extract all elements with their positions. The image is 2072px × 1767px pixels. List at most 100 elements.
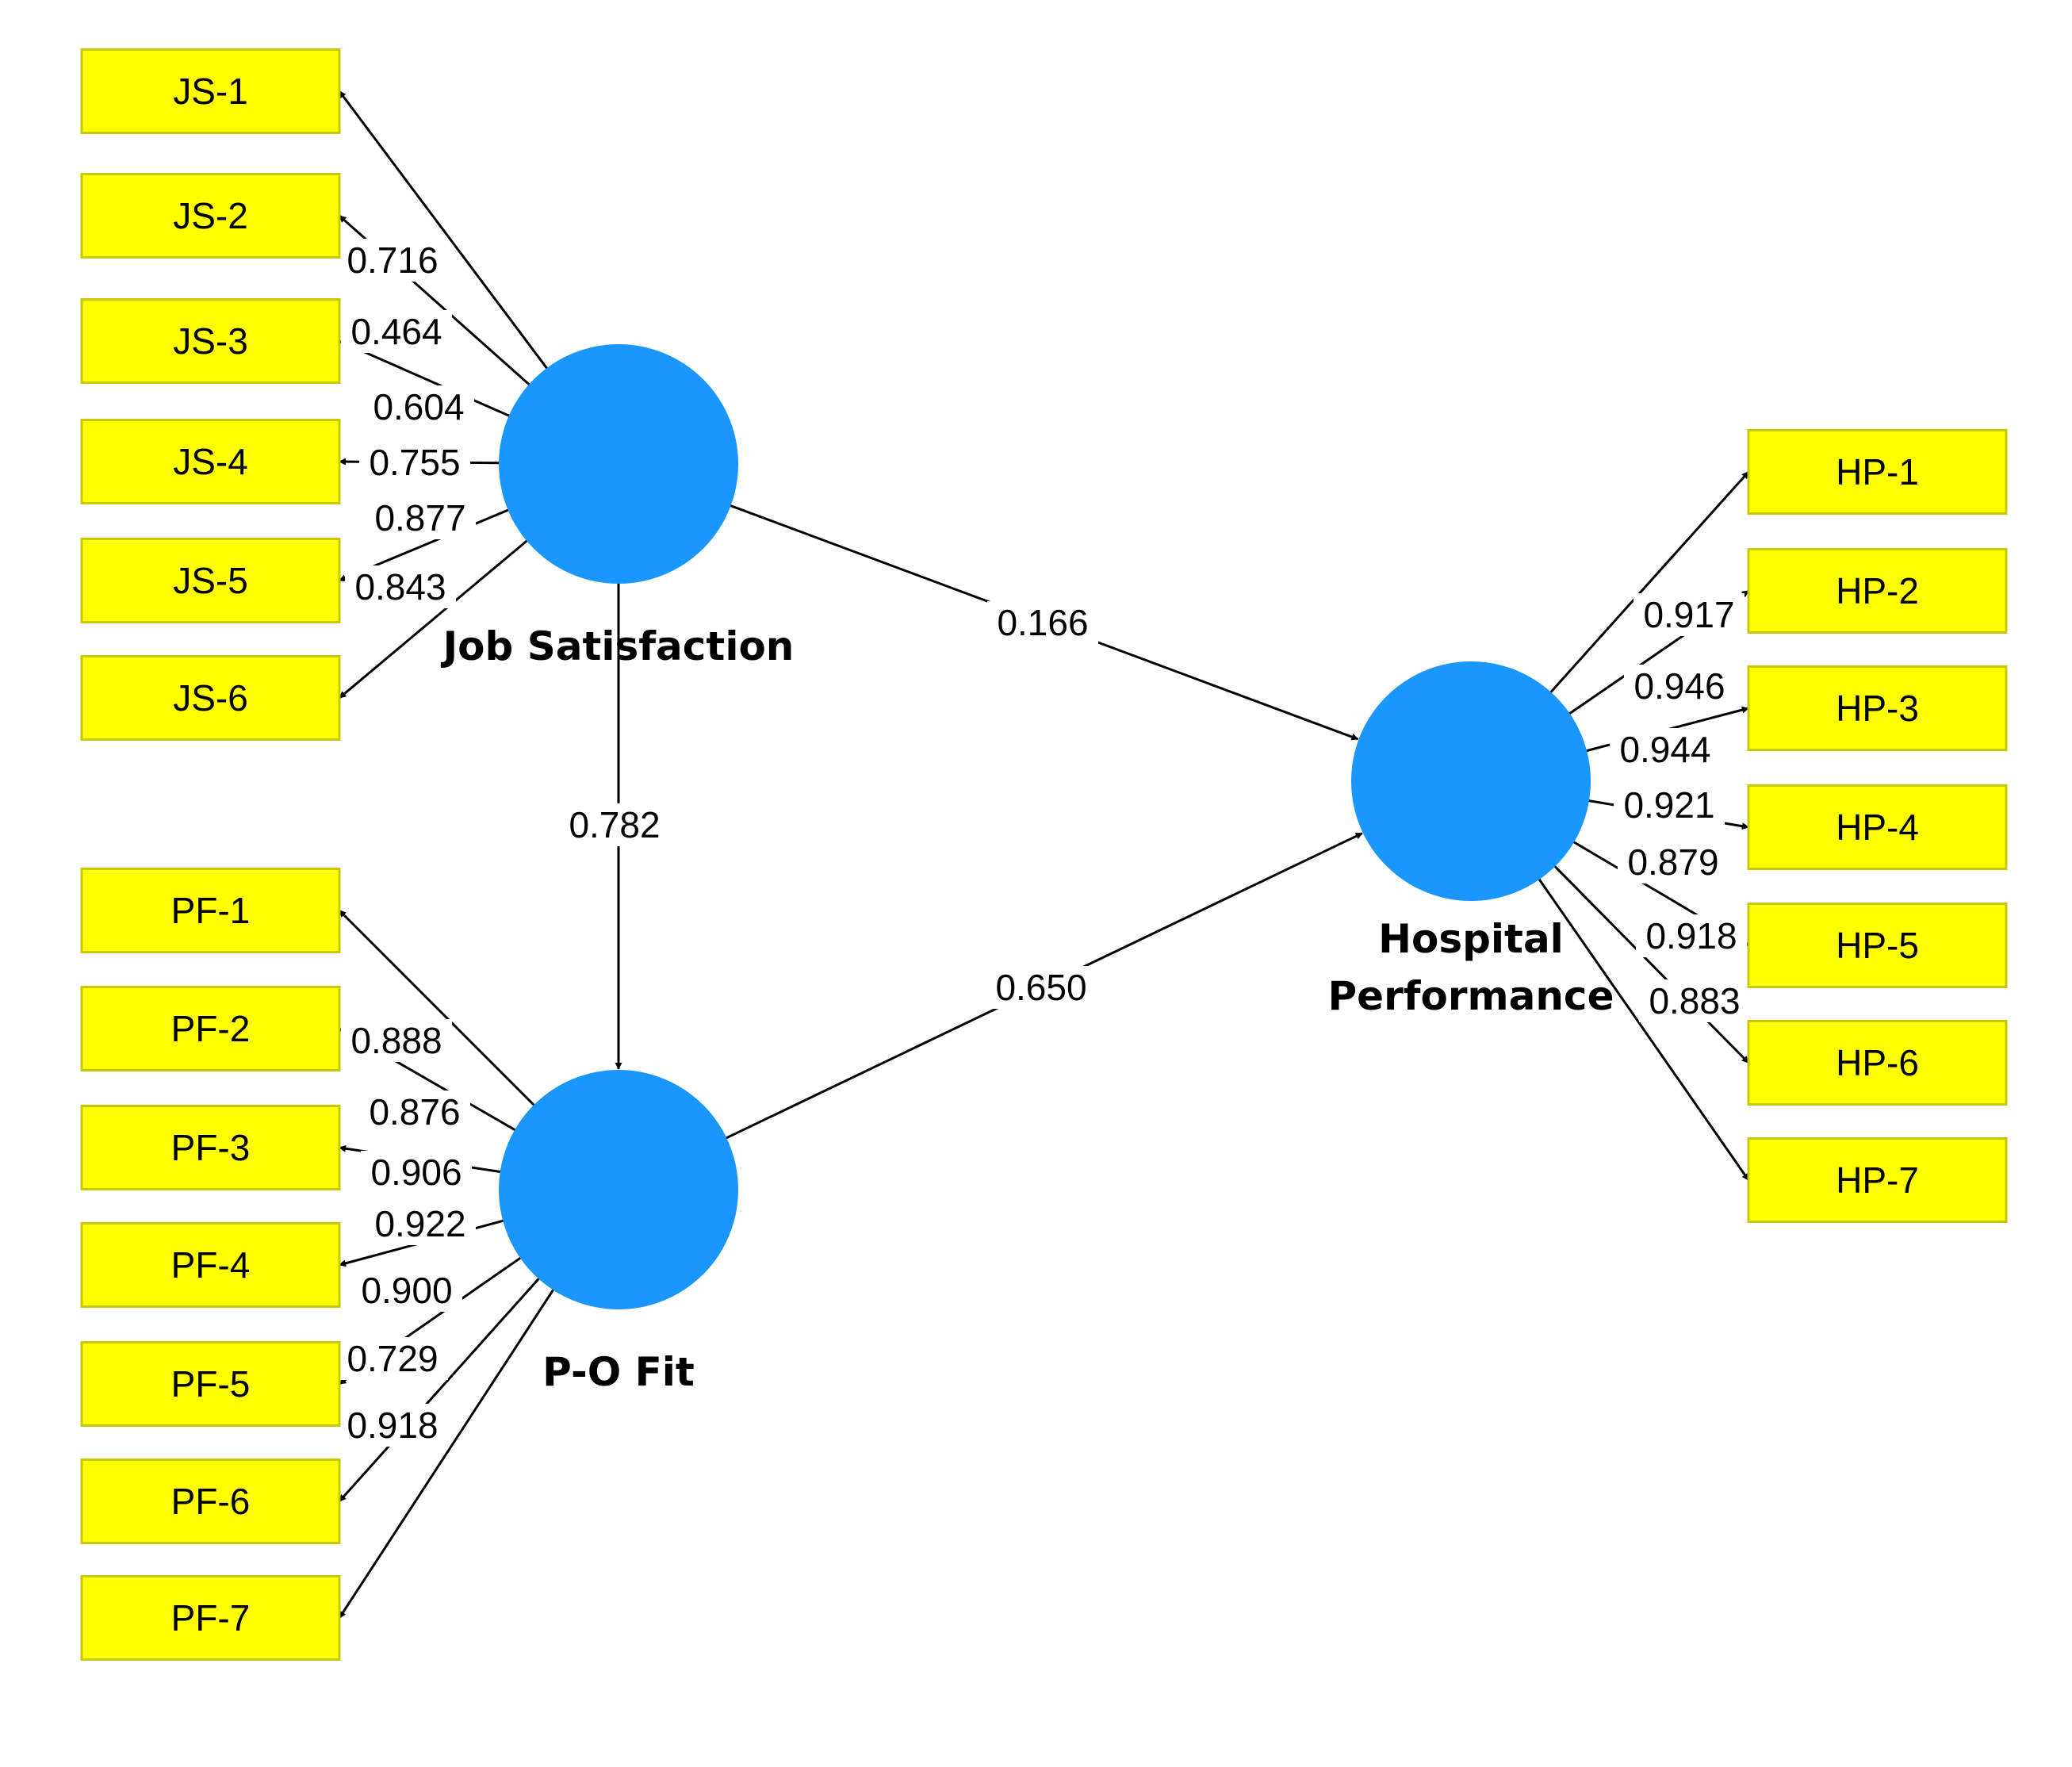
indicator-hp-2[interactable]: HP-2 (1747, 548, 2008, 634)
indicator-label: JS-6 (173, 677, 248, 719)
loading-label-hp-4-text: 0.921 (1623, 784, 1714, 826)
loading-label-pf-1-text: 0.888 (350, 1020, 442, 1061)
loading-label-hp-7-text: 0.883 (1649, 980, 1740, 1021)
loading-label-pf-1: 0.888 (341, 1019, 452, 1062)
loading-label-pf-4: 0.922 (365, 1202, 476, 1245)
indicator-label: PF-2 (171, 1008, 251, 1049)
indicator-label: PF-1 (171, 890, 251, 931)
construct-circle[interactable] (1351, 661, 1591, 901)
loading-label-hp-2-text: 0.946 (1633, 665, 1725, 707)
indicator-pf-1[interactable]: PF-1 (80, 868, 341, 953)
nodes-layer: JS-1JS-2JS-3JS-4JS-5JS-6PF-1PF-2PF-3PF-4… (80, 48, 2008, 1661)
loading-arrow-js-6 (339, 539, 528, 700)
loading-label-pf-7-text: 0.918 (347, 1405, 438, 1446)
construct-pf[interactable]: P-O Fit (499, 1070, 738, 1395)
indicator-hp-1[interactable]: HP-1 (1747, 429, 2008, 515)
indicator-label: JS-4 (173, 441, 248, 482)
indicator-pf-4[interactable]: PF-4 (80, 1222, 341, 1308)
construct-js[interactable]: Job Satisfaction (441, 344, 795, 669)
loading-label-js-5: 0.877 (365, 496, 476, 539)
indicator-label: JS-2 (173, 195, 248, 236)
loading-arrow-hp-7 (1538, 878, 1750, 1181)
path-coefficient-js-to-hp: 0.166 (987, 601, 1098, 644)
loading-arrow-pf-7 (338, 1288, 555, 1619)
indicator-js-3[interactable]: JS-3 (80, 298, 341, 384)
loading-label-js-2: 0.464 (341, 310, 452, 353)
construct-name: Performance (1328, 973, 1614, 1019)
indicator-pf-6[interactable]: PF-6 (80, 1458, 341, 1544)
indicator-hp-4[interactable]: HP-4 (1747, 784, 2008, 870)
indicator-label: HP-1 (1836, 451, 1919, 493)
indicator-label: PF-7 (171, 1597, 251, 1639)
loading-label-js-1: 0.716 (337, 239, 448, 282)
loading-arrow-hp-6 (1553, 864, 1750, 1064)
loading-arrow-pf-6 (338, 1277, 541, 1503)
loading-label-pf-7: 0.918 (337, 1404, 448, 1447)
loading-arrow-pf-1 (338, 909, 535, 1106)
edge-labels-layer: 0.716 0.464 0.604 0.755 0.877 0.843 0.888 0.876… (337, 239, 1750, 1447)
loading-label-pf-6-text: 0.729 (347, 1338, 438, 1379)
indicator-js-2[interactable]: JS-2 (80, 173, 341, 259)
indicator-js-1[interactable]: JS-1 (80, 48, 341, 134)
loading-label-js-1-text: 0.716 (347, 240, 438, 281)
indicator-label: PF-6 (171, 1481, 251, 1522)
indicator-label: JS-3 (173, 320, 248, 362)
loading-label-pf-6: 0.729 (337, 1337, 448, 1380)
path-coefficient-pf-to-hp: 0.650 (986, 966, 1097, 1009)
indicator-hp-6[interactable]: HP-6 (1747, 1020, 2008, 1106)
loading-label-pf-3: 0.906 (361, 1151, 472, 1194)
indicator-label: HP-3 (1836, 688, 1919, 729)
loading-label-pf-2: 0.876 (359, 1090, 470, 1133)
path-coefficient-pf-to-hp-text: 0.650 (995, 967, 1086, 1008)
construct-name: P-O Fit (542, 1349, 695, 1395)
loading-arrow-js-1 (338, 90, 549, 370)
loading-label-js-4: 0.755 (359, 441, 470, 484)
construct-name: Job Satisfaction (441, 623, 795, 669)
construct-name: Hospital (1378, 916, 1564, 962)
indicator-hp-3[interactable]: HP-3 (1747, 665, 2008, 751)
loading-label-pf-3-text: 0.906 (370, 1152, 462, 1193)
edges-layer (338, 90, 1750, 1619)
indicator-label: JS-5 (173, 560, 248, 601)
loading-label-hp-6-text: 0.918 (1645, 915, 1737, 956)
loading-label-js-3-text: 0.604 (373, 386, 464, 427)
indicator-label: HP-4 (1836, 807, 1919, 848)
loading-label-hp-4: 0.921 (1614, 784, 1725, 826)
loading-label-js-2-text: 0.464 (350, 311, 442, 352)
construct-circle[interactable] (499, 1070, 738, 1309)
path-coefficient-js-to-pf: 0.782 (559, 803, 670, 846)
indicator-js-4[interactable]: JS-4 (80, 419, 341, 504)
loading-label-pf-5-text: 0.900 (361, 1270, 452, 1311)
loading-label-hp-3-text: 0.944 (1619, 729, 1710, 770)
indicator-pf-2[interactable]: PF-2 (80, 986, 341, 1071)
indicator-pf-7[interactable]: PF-7 (80, 1575, 341, 1661)
indicator-label: HP-5 (1836, 925, 1919, 966)
loading-label-hp-6: 0.918 (1636, 914, 1747, 957)
loading-label-js-6: 0.843 (345, 565, 456, 608)
loading-label-hp-3: 0.944 (1610, 728, 1721, 771)
indicator-hp-5[interactable]: HP-5 (1747, 903, 2008, 988)
loading-label-hp-5-text: 0.879 (1627, 841, 1718, 883)
loading-arrow-js-3 (339, 339, 511, 417)
loading-label-js-4-text: 0.755 (369, 442, 460, 483)
construct-circle[interactable] (499, 344, 738, 584)
loading-label-js-3: 0.604 (363, 385, 474, 428)
indicator-label: HP-6 (1836, 1042, 1919, 1083)
indicator-pf-5[interactable]: PF-5 (80, 1341, 341, 1427)
path-coefficient-js-to-hp-text: 0.166 (997, 602, 1088, 643)
loading-label-hp-1: 0.917 (1633, 593, 1745, 636)
indicator-js-6[interactable]: JS-6 (80, 655, 341, 741)
loading-label-pf-4-text: 0.922 (374, 1203, 465, 1244)
indicator-js-5[interactable]: JS-5 (80, 538, 341, 623)
indicator-label: PF-5 (171, 1363, 251, 1405)
indicator-label: HP-7 (1836, 1159, 1919, 1201)
indicator-label: PF-3 (171, 1127, 251, 1168)
loading-label-hp-7: 0.883 (1639, 979, 1750, 1022)
indicator-label: JS-1 (173, 71, 248, 112)
loading-label-js-5-text: 0.877 (374, 497, 465, 539)
loading-label-hp-5: 0.879 (1618, 841, 1729, 884)
indicator-pf-3[interactable]: PF-3 (80, 1105, 341, 1190)
indicator-hp-7[interactable]: HP-7 (1747, 1137, 2008, 1223)
